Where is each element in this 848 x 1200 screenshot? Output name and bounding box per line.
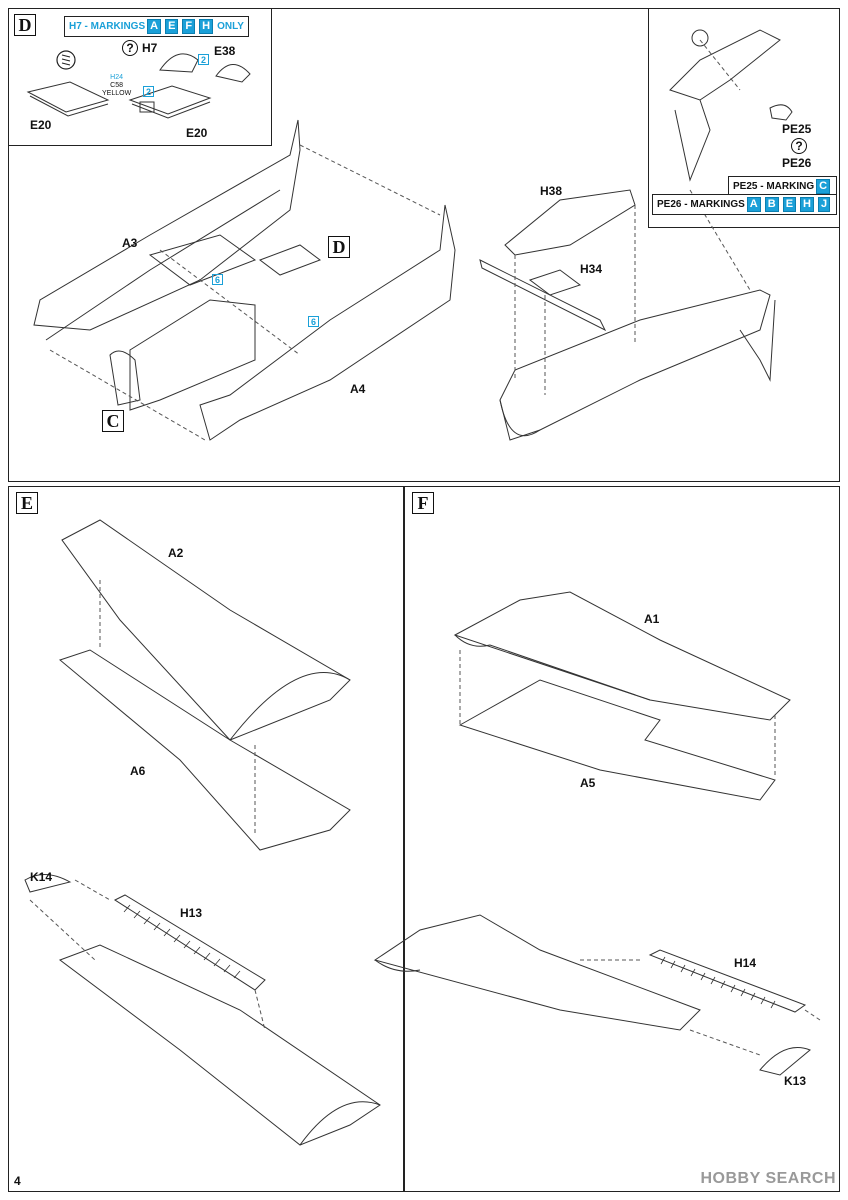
pe25-prefix: PE25 - MARKING [733, 181, 815, 192]
marking-chip: B [764, 197, 779, 212]
part-label-e20-right: E20 [186, 126, 208, 140]
part-label-a3: A3 [122, 236, 138, 250]
marking-chip: H [199, 19, 214, 34]
marking-chip: E [782, 197, 797, 212]
marking-chip: A [746, 197, 761, 212]
watermark: HOBBY SEARCH [700, 1170, 836, 1187]
bottom-right-panel [404, 486, 840, 1192]
marking-chip: F [182, 19, 196, 34]
part-label-k14: K14 [30, 870, 53, 884]
marking-chip: H [800, 197, 814, 212]
step-f-badge: F [412, 492, 434, 514]
num-tag: 6 [308, 316, 319, 327]
part-label-a1: A1 [644, 612, 660, 626]
part-label-pe26: PE26 [782, 156, 812, 170]
bottom-left-panel [8, 486, 404, 1192]
pe26-markings-note: PE26 - MARKINGS A B E H J [652, 194, 838, 215]
part-label-e20-left: E20 [30, 118, 52, 132]
num-tag: 6 [212, 274, 223, 285]
marking-chip: J [818, 197, 831, 212]
part-label-k13: K13 [784, 1074, 807, 1088]
part-label-h34: H34 [580, 262, 603, 276]
step-e-badge: E [16, 492, 38, 514]
color-code-h24: H24 [110, 74, 124, 81]
page-number: 4 [14, 1174, 21, 1188]
pe26-prefix: PE26 - MARKINGS [657, 199, 745, 210]
part-label-h38: H38 [540, 184, 563, 198]
part-label-a6: A6 [130, 764, 146, 778]
color-code-c58: C58 [110, 82, 124, 89]
marking-chip: E [165, 19, 179, 34]
marking-chip: C [816, 179, 831, 194]
optional-part-icon: ? [791, 138, 807, 154]
num-tag: 2 [143, 86, 154, 97]
step-d-badge: D [14, 14, 36, 36]
marking-chip: A [147, 19, 162, 34]
part-label-a4: A4 [350, 382, 366, 396]
part-label-h13: H13 [180, 906, 203, 920]
step-c-badge: C [102, 410, 124, 432]
markings-prefix: H7 - MARKINGS [69, 21, 146, 32]
optional-part-icon: ? [122, 40, 138, 56]
color-ref: H24 C58 YELLOW [102, 74, 131, 98]
part-label-e38: E38 [214, 44, 236, 58]
markings-suffix: ONLY [217, 21, 244, 32]
part-label-a5: A5 [580, 776, 596, 790]
color-name: YELLOW [102, 90, 132, 97]
pe25-markings-note: PE25 - MARKING C [728, 176, 838, 197]
num-tag: 2 [198, 54, 209, 65]
step-d-markings-note: H7 - MARKINGS A E F H ONLY [64, 16, 249, 37]
part-label-h7: H7 [142, 41, 158, 55]
part-label-a2: A2 [168, 546, 184, 560]
part-label-h14: H14 [734, 956, 757, 970]
part-label-pe25: PE25 [782, 122, 812, 136]
ref-d-badge: D [328, 236, 350, 258]
